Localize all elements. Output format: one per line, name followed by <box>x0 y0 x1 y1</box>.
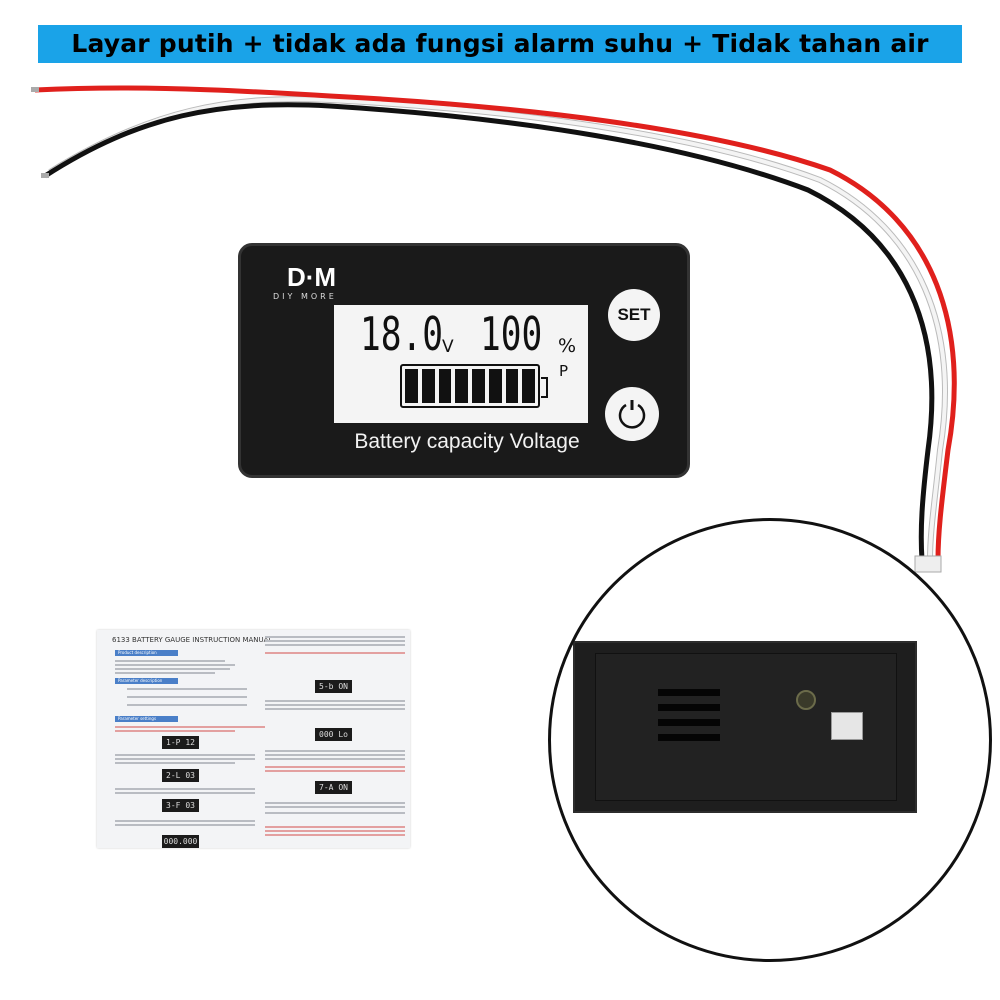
manual-text-line <box>265 770 405 772</box>
manual-section: Parameter settings <box>115 716 178 722</box>
potentiometer <box>796 690 816 710</box>
manual-screen: 1-P 12 <box>162 736 199 749</box>
manual-text-line <box>265 708 405 710</box>
set-button[interactable]: SET <box>608 289 660 341</box>
manual-text-line <box>127 688 247 690</box>
manual-screen: 000 Lo <box>315 728 352 741</box>
manual-text-line <box>265 834 405 836</box>
manual-text-line <box>265 754 405 756</box>
manual-text-line <box>265 812 405 814</box>
manual-text-line <box>115 754 255 756</box>
manual-text-line <box>115 668 230 670</box>
manual-text-line <box>265 806 405 808</box>
manual-text-line <box>115 824 255 826</box>
black-wire <box>43 102 935 561</box>
percent-readout: 100 <box>480 307 543 361</box>
manual-text-line <box>115 788 255 790</box>
manual-text-line <box>115 820 255 822</box>
vent-slot <box>658 734 720 741</box>
battery-segment <box>405 369 418 403</box>
battery-level-icon <box>400 364 540 408</box>
vent-slot <box>658 719 720 726</box>
manual-screen: 2-L 03 <box>162 769 199 782</box>
manual-text-line <box>115 762 235 764</box>
battery-segment <box>421 369 435 403</box>
voltage-readout: 18.0 <box>360 307 444 361</box>
manual-screen: 000.000 <box>162 835 199 848</box>
manual-screen: 7-A ON <box>315 781 352 794</box>
manual-text-line <box>115 664 235 666</box>
brand-subtitle: DIY MORE <box>273 292 337 301</box>
manual-screen: 3-F 03 <box>162 799 199 812</box>
manual-text-line <box>265 830 405 832</box>
device-back <box>573 641 917 813</box>
back-view-inset <box>548 518 992 962</box>
manual-section: Parameter description <box>115 678 178 684</box>
vent-slot <box>658 689 720 696</box>
manual-text-line <box>265 640 405 642</box>
manual-text-line <box>115 758 255 760</box>
manual-text-line <box>115 726 265 728</box>
manual-text-line <box>127 704 247 706</box>
battery-segment <box>455 369 468 403</box>
manual-text-line <box>115 672 215 674</box>
manual-text-line <box>265 766 405 768</box>
manual-text-line <box>115 660 225 662</box>
wire-socket <box>831 712 863 740</box>
title-banner: Layar putih + tidak ada fungsi alarm suh… <box>38 25 962 63</box>
connector <box>914 555 942 573</box>
vent-slot <box>658 704 720 711</box>
manual-title: 6133 BATTERY GAUGE INSTRUCTION MANUAL <box>112 636 273 644</box>
battery-segment <box>472 369 485 403</box>
manual-text-line <box>115 792 255 794</box>
brand-logo: D·M <box>287 262 337 292</box>
manual-text-line <box>127 696 247 698</box>
battery-segment <box>488 369 502 403</box>
battery-tip <box>541 377 548 398</box>
manual-section: Product description <box>115 650 178 656</box>
percent-unit: % <box>558 335 577 357</box>
manual-text-line <box>265 750 405 752</box>
red-wire <box>34 85 957 561</box>
power-button[interactable] <box>605 387 659 441</box>
battery-label: P <box>559 362 569 380</box>
manual-text-line <box>265 644 405 646</box>
battery-segment <box>505 369 519 403</box>
battery-monitor-device: D·M DIY MORE 18.0 V 100 % P SET Battery … <box>238 243 690 478</box>
manual-text-line <box>265 704 405 706</box>
lcd-screen: 18.0 V 100 % P <box>334 305 588 423</box>
manual-text-line <box>265 802 405 804</box>
manual-text-line <box>265 652 405 654</box>
device-caption: Battery capacity Voltage <box>354 430 580 453</box>
manual-text-line <box>115 730 235 732</box>
manual-text-line <box>265 758 405 760</box>
manual-screen: 5-b ON <box>315 680 352 693</box>
battery-segment <box>522 369 535 403</box>
voltage-unit: V <box>442 337 454 357</box>
battery-segment <box>438 369 452 403</box>
instruction-manual: 6133 BATTERY GAUGE INSTRUCTION MANUAL Pr… <box>97 630 410 848</box>
manual-text-line <box>265 826 405 828</box>
manual-text-line <box>265 700 405 702</box>
power-icon <box>618 400 646 429</box>
manual-text-line <box>265 636 405 638</box>
